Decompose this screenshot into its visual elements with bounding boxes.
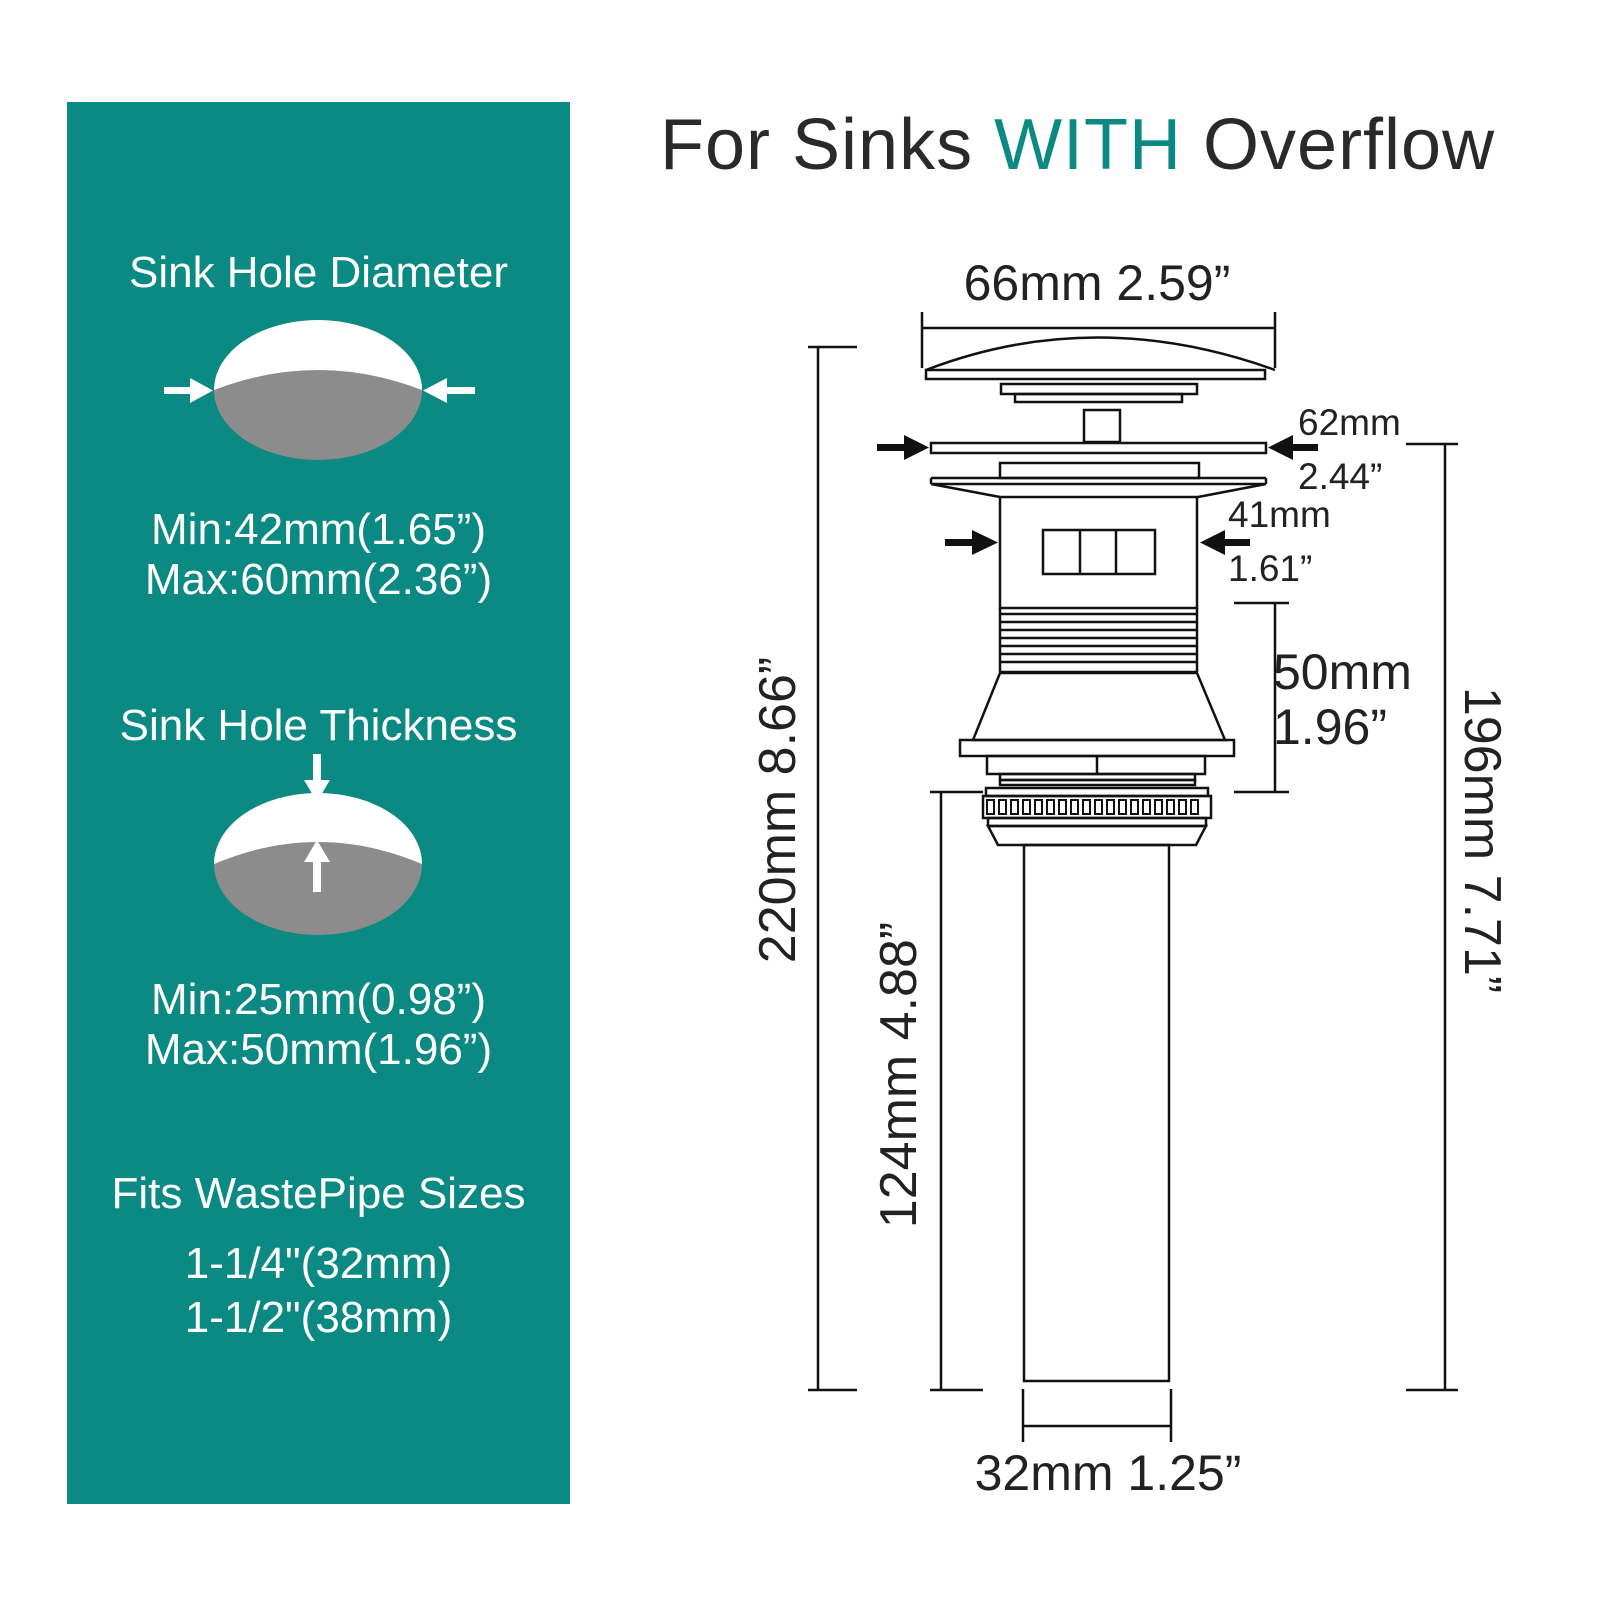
dim-thread-mm: 50mm: [1273, 644, 1412, 700]
diameter-min: Min:42mm(1.65”): [151, 505, 486, 554]
body-arrow-left-icon: [1200, 530, 1250, 555]
dim-flange-mm: 62mm: [1298, 402, 1401, 443]
dim-body-mm: 41mm: [1228, 494, 1331, 535]
diameter-max: Max:60mm(2.36”): [144, 555, 493, 604]
arrow-up-icon: [304, 840, 330, 892]
waste-pipe-title: Fits WastePipe Sizes: [111, 1169, 526, 1218]
sink-hole-diameter-illustration: [164, 320, 475, 460]
waste-pipe-size-1: 1-1/4"(32mm): [184, 1239, 453, 1288]
arrow-right-icon: [164, 378, 213, 403]
flange-arrow-left-icon: [1268, 435, 1318, 460]
arrow-down-icon: [304, 754, 330, 802]
page-title: For Sinks WITH Overflow: [660, 100, 1560, 190]
dim-top-width: 66mm 2.59”: [964, 255, 1231, 311]
diameter-title: Sink Hole Diameter: [128, 248, 509, 297]
waste-pipe-size-2: 1-1/2"(38mm): [184, 1293, 453, 1342]
title-prefix: For Sinks: [660, 105, 995, 185]
dim-thread-in: 1.96”: [1273, 699, 1387, 755]
dim-tail-height: 124mm 4.88”: [870, 922, 928, 1228]
dim-flange-in: 2.44”: [1298, 456, 1382, 497]
flange-arrow-right-icon: [877, 435, 929, 460]
dim-overflow-height: 196mm 7.71”: [1453, 687, 1511, 993]
dim-body-in: 1.61”: [1228, 548, 1312, 589]
title-suffix: Overflow: [1182, 105, 1496, 185]
body-arrow-right-icon: [945, 530, 998, 555]
title-accent: WITH: [994, 105, 1183, 185]
thickness-title: Sink Hole Thickness: [119, 701, 518, 750]
arrow-left-icon: [423, 378, 475, 403]
spec-panel: Sink Hole Diameter Min:42mm(1.65”) Max:6…: [67, 102, 570, 1504]
thickness-max: Max:50mm(1.96”): [144, 1025, 493, 1074]
sink-hole-thickness-illustration: [214, 754, 422, 935]
thickness-min: Min:25mm(0.98”): [151, 975, 486, 1024]
dim-total-height: 220mm 8.66”: [749, 657, 807, 963]
dim-pipe-width: 32mm 1.25”: [975, 1445, 1242, 1501]
